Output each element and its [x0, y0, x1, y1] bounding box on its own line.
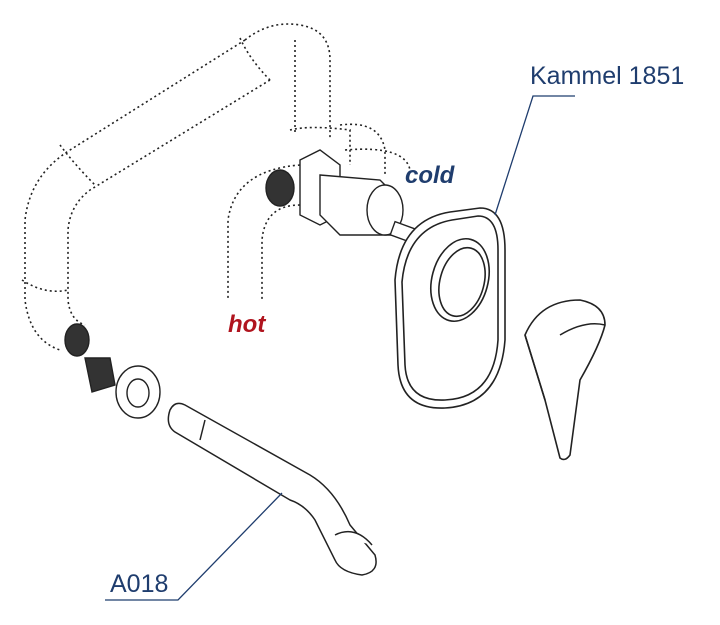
mixer-leader-line: [494, 95, 575, 216]
connection-fittings: [64, 323, 161, 419]
mixer-model-label: Kammel 1851: [530, 62, 685, 90]
spout-model-label: A018: [110, 570, 169, 598]
lever-handle: [524, 299, 606, 461]
cold-label: cold: [405, 162, 455, 189]
spout-leader-line: [105, 492, 283, 601]
spout: [167, 402, 377, 576]
hot-connector: [265, 169, 295, 207]
hot-label: hot: [228, 311, 266, 338]
dashed-pipes: [21, 23, 411, 351]
wall-plate: [394, 207, 506, 409]
mixer-cartridge: [265, 149, 417, 244]
leader-lines: [105, 95, 575, 601]
